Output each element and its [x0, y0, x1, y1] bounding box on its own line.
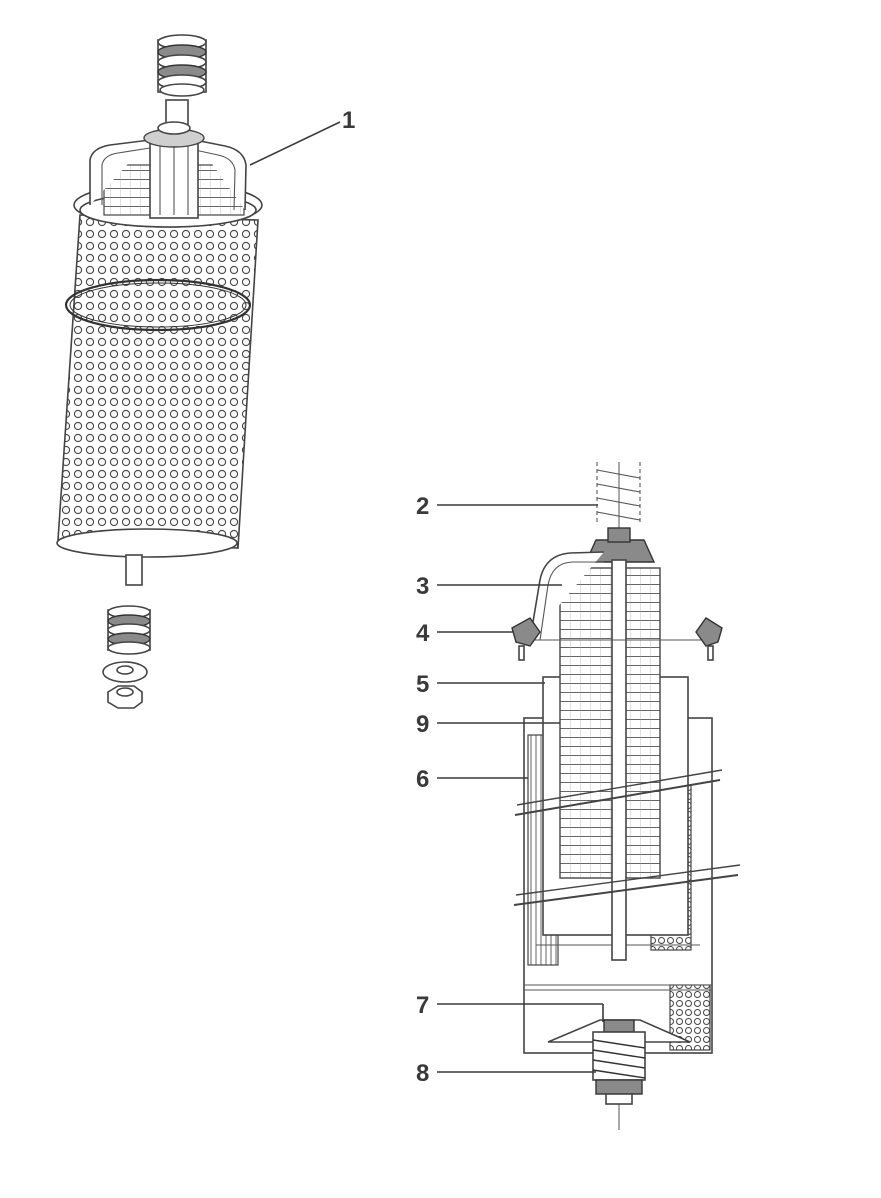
left-lug — [511, 617, 541, 647]
callout-labels: 1 2 3 4 5 9 6 7 8 — [342, 107, 430, 1087]
disc-stack — [559, 567, 661, 879]
leader-lines — [249, 121, 604, 1073]
callout-5: 5 — [416, 671, 429, 698]
nut — [107, 685, 143, 709]
leader-1 — [249, 121, 341, 166]
handle-cage — [89, 121, 247, 219]
perforated-cylinder — [56, 182, 263, 558]
callout-2: 2 — [416, 493, 429, 520]
filter-sectional-view — [249, 121, 741, 1130]
filter-element-exploded-view — [56, 34, 263, 709]
bottom-stud — [125, 554, 143, 586]
callout-8: 8 — [416, 1060, 429, 1087]
callout-9: 9 — [416, 711, 429, 738]
washer — [102, 661, 148, 683]
top-spring — [157, 34, 207, 97]
bottom-cone-assembly — [547, 1019, 691, 1105]
center-rod — [611, 559, 627, 961]
section-break-lines — [513, 769, 741, 906]
callout-7: 7 — [416, 992, 429, 1019]
bottom-spring — [107, 605, 151, 655]
callout-6: 6 — [416, 766, 429, 793]
callout-1: 1 — [342, 107, 355, 134]
callout-3: 3 — [416, 573, 429, 600]
right-lug — [695, 617, 723, 647]
callout-4: 4 — [416, 620, 430, 647]
